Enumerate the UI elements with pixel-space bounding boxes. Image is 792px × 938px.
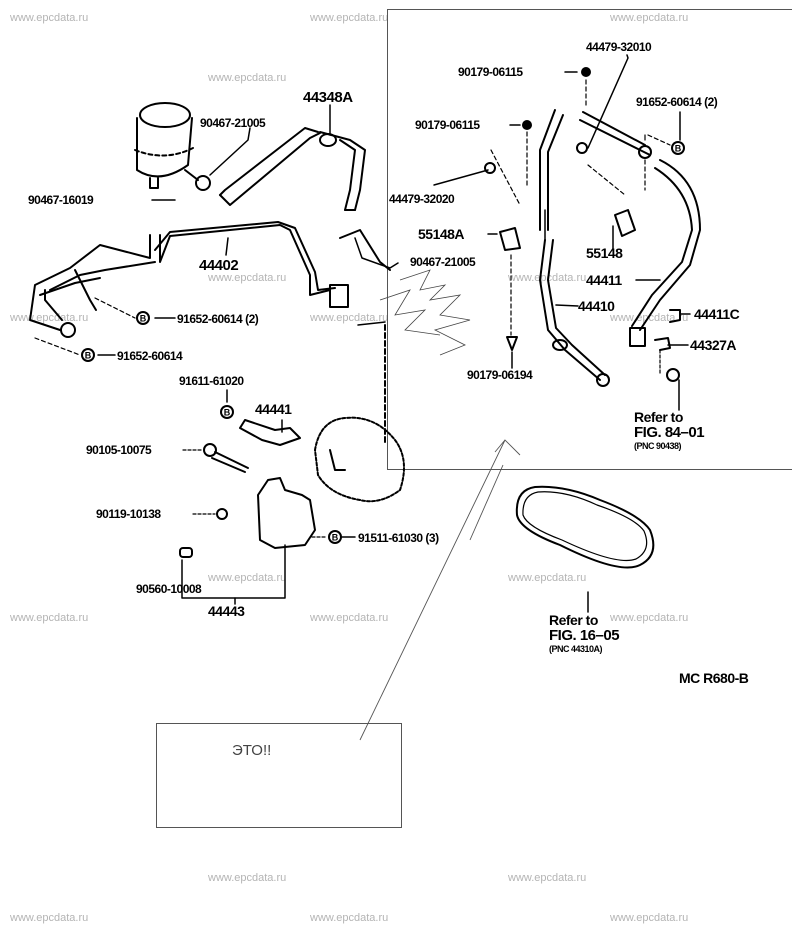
part-label-91652-60614[interactable]: 91652-60614 — [117, 349, 183, 363]
watermark: www.epcdata.ru — [208, 872, 287, 884]
b-marker-icon: B — [671, 141, 685, 155]
watermark: www.epcdata.ru — [610, 912, 689, 924]
reference-figure: FIG. 84–01 — [634, 424, 705, 441]
svg-text:B: B — [85, 351, 92, 361]
part-label-55148A[interactable]: 55148A — [418, 226, 465, 242]
part-label-90105-10075[interactable]: 90105-10075 — [86, 443, 152, 457]
part-label-55148[interactable]: 55148 — [586, 245, 623, 261]
watermark: www.epcdata.ru — [208, 272, 287, 284]
watermark: www.epcdata.ru — [310, 912, 389, 924]
part-label-44348A[interactable]: 44348A — [303, 89, 353, 106]
part-label-90560-10008[interactable]: 90560-10008 — [136, 582, 202, 596]
reference-text: Refer to — [549, 612, 598, 628]
reference-fig-84-01[interactable]: Refer to FIG. 84–01 (PNC 90438) — [634, 409, 705, 452]
note-pointer-line — [359, 439, 521, 741]
reference-text: Refer to — [634, 409, 683, 425]
part-label-91511-61030[interactable]: 91511-61030 (3) — [358, 531, 439, 545]
watermark: www.epcdata.ru — [610, 12, 689, 24]
part-label-90179-06115[interactable]: 90179-06115 — [458, 65, 523, 79]
note-text: ЭТО!! — [232, 742, 272, 759]
clamp-55148A — [499, 227, 521, 251]
scribble-annotation — [379, 269, 471, 356]
watermark: www.epcdata.ru — [508, 572, 587, 584]
part-label-44479-32010[interactable]: 44479-32010 — [586, 40, 652, 54]
reference-fig-16-05[interactable]: Refer to FIG. 16–05 (PNC 44310A) — [549, 612, 620, 655]
bolt-90119-10138 — [216, 508, 228, 520]
bracket-44443 — [257, 477, 316, 549]
watermark: www.epcdata.ru — [508, 872, 587, 884]
bolt-90105-10075 — [203, 443, 249, 473]
part-label-90179-06115-b[interactable]: 90179-06115 — [415, 118, 480, 132]
union-44479-32010 — [576, 142, 588, 154]
reservoir-tank — [134, 102, 211, 191]
clip-44411C — [669, 309, 681, 323]
union-44479-32020 — [484, 162, 496, 174]
reference-pnc: (PNC 90438) — [634, 441, 682, 451]
watermark: www.epcdata.ru — [208, 72, 287, 84]
bolt-90179-06194 — [506, 336, 518, 351]
pump-body — [314, 416, 405, 503]
note-box — [156, 723, 402, 828]
nut-icon — [581, 67, 591, 77]
watermark: www.epcdata.ru — [610, 612, 689, 624]
return-hose-44348A — [219, 127, 366, 211]
watermark: www.epcdata.ru — [10, 912, 89, 924]
b-marker-icon: B — [136, 311, 150, 325]
part-label-44411C[interactable]: 44411C — [694, 306, 740, 322]
watermark: www.epcdata.ru — [10, 612, 89, 624]
part-label-91652-60614-2-inset[interactable]: 91652-60614 (2) — [636, 95, 718, 109]
pressure-hose-44410 — [539, 109, 610, 387]
drive-belt — [515, 485, 655, 569]
watermark: www.epcdata.ru — [310, 12, 389, 24]
b-marker-icon: B — [220, 405, 234, 419]
collar-90560-10008 — [179, 547, 193, 558]
return-hose-44411 — [579, 111, 701, 347]
b-marker-icon: B — [328, 530, 342, 544]
svg-text:B: B — [332, 533, 339, 543]
part-label-44441[interactable]: 44441 — [255, 401, 292, 417]
inset-frame — [387, 9, 792, 470]
clip-44327A — [654, 337, 671, 351]
part-label-44410[interactable]: 44410 — [578, 298, 615, 314]
pressure-tube-44402 — [29, 221, 391, 338]
part-label-44479-32020[interactable]: 44479-32020 — [389, 192, 455, 206]
part-label-44402[interactable]: 44402 — [199, 257, 239, 274]
nut-icon — [522, 120, 532, 130]
part-label-90467-16019[interactable]: 90467-16019 — [28, 193, 94, 207]
svg-text:B: B — [140, 314, 147, 324]
reference-figure: FIG. 16–05 — [549, 627, 620, 644]
reference-pnc: (PNC 44310A) — [549, 644, 603, 654]
diagram-code: MC R680-B — [679, 670, 749, 686]
fitting-84-01 — [666, 368, 680, 382]
part-label-90119-10138[interactable]: 90119-10138 — [96, 507, 161, 521]
svg-text:B: B — [675, 144, 682, 154]
part-label-90467-21005-mid[interactable]: 90467-21005 — [410, 255, 476, 269]
watermark: www.epcdata.ru — [310, 612, 389, 624]
watermark: www.epcdata.ru — [10, 12, 89, 24]
watermark: www.epcdata.ru — [208, 572, 287, 584]
part-label-91611-61020[interactable]: 91611-61020 — [179, 374, 244, 388]
watermark: www.epcdata.ru — [10, 312, 89, 324]
part-label-90467-21005[interactable]: 90467-21005 — [200, 116, 266, 130]
part-label-44411[interactable]: 44411 — [586, 272, 622, 288]
svg-text:B: B — [224, 408, 231, 418]
bracket-44441 — [239, 419, 301, 446]
clamp-55148 — [614, 209, 636, 237]
part-label-91652-60614-2[interactable]: 91652-60614 (2) — [177, 312, 259, 326]
b-marker-icon: B — [81, 348, 95, 362]
part-label-90179-06194[interactable]: 90179-06194 — [467, 368, 533, 382]
marker-icons: B B B B B — [81, 67, 685, 544]
watermark: www.epcdata.ru — [508, 272, 587, 284]
part-label-44443[interactable]: 44443 — [208, 603, 245, 619]
watermark: www.epcdata.ru — [310, 312, 389, 324]
part-label-44327A[interactable]: 44327A — [690, 337, 737, 353]
